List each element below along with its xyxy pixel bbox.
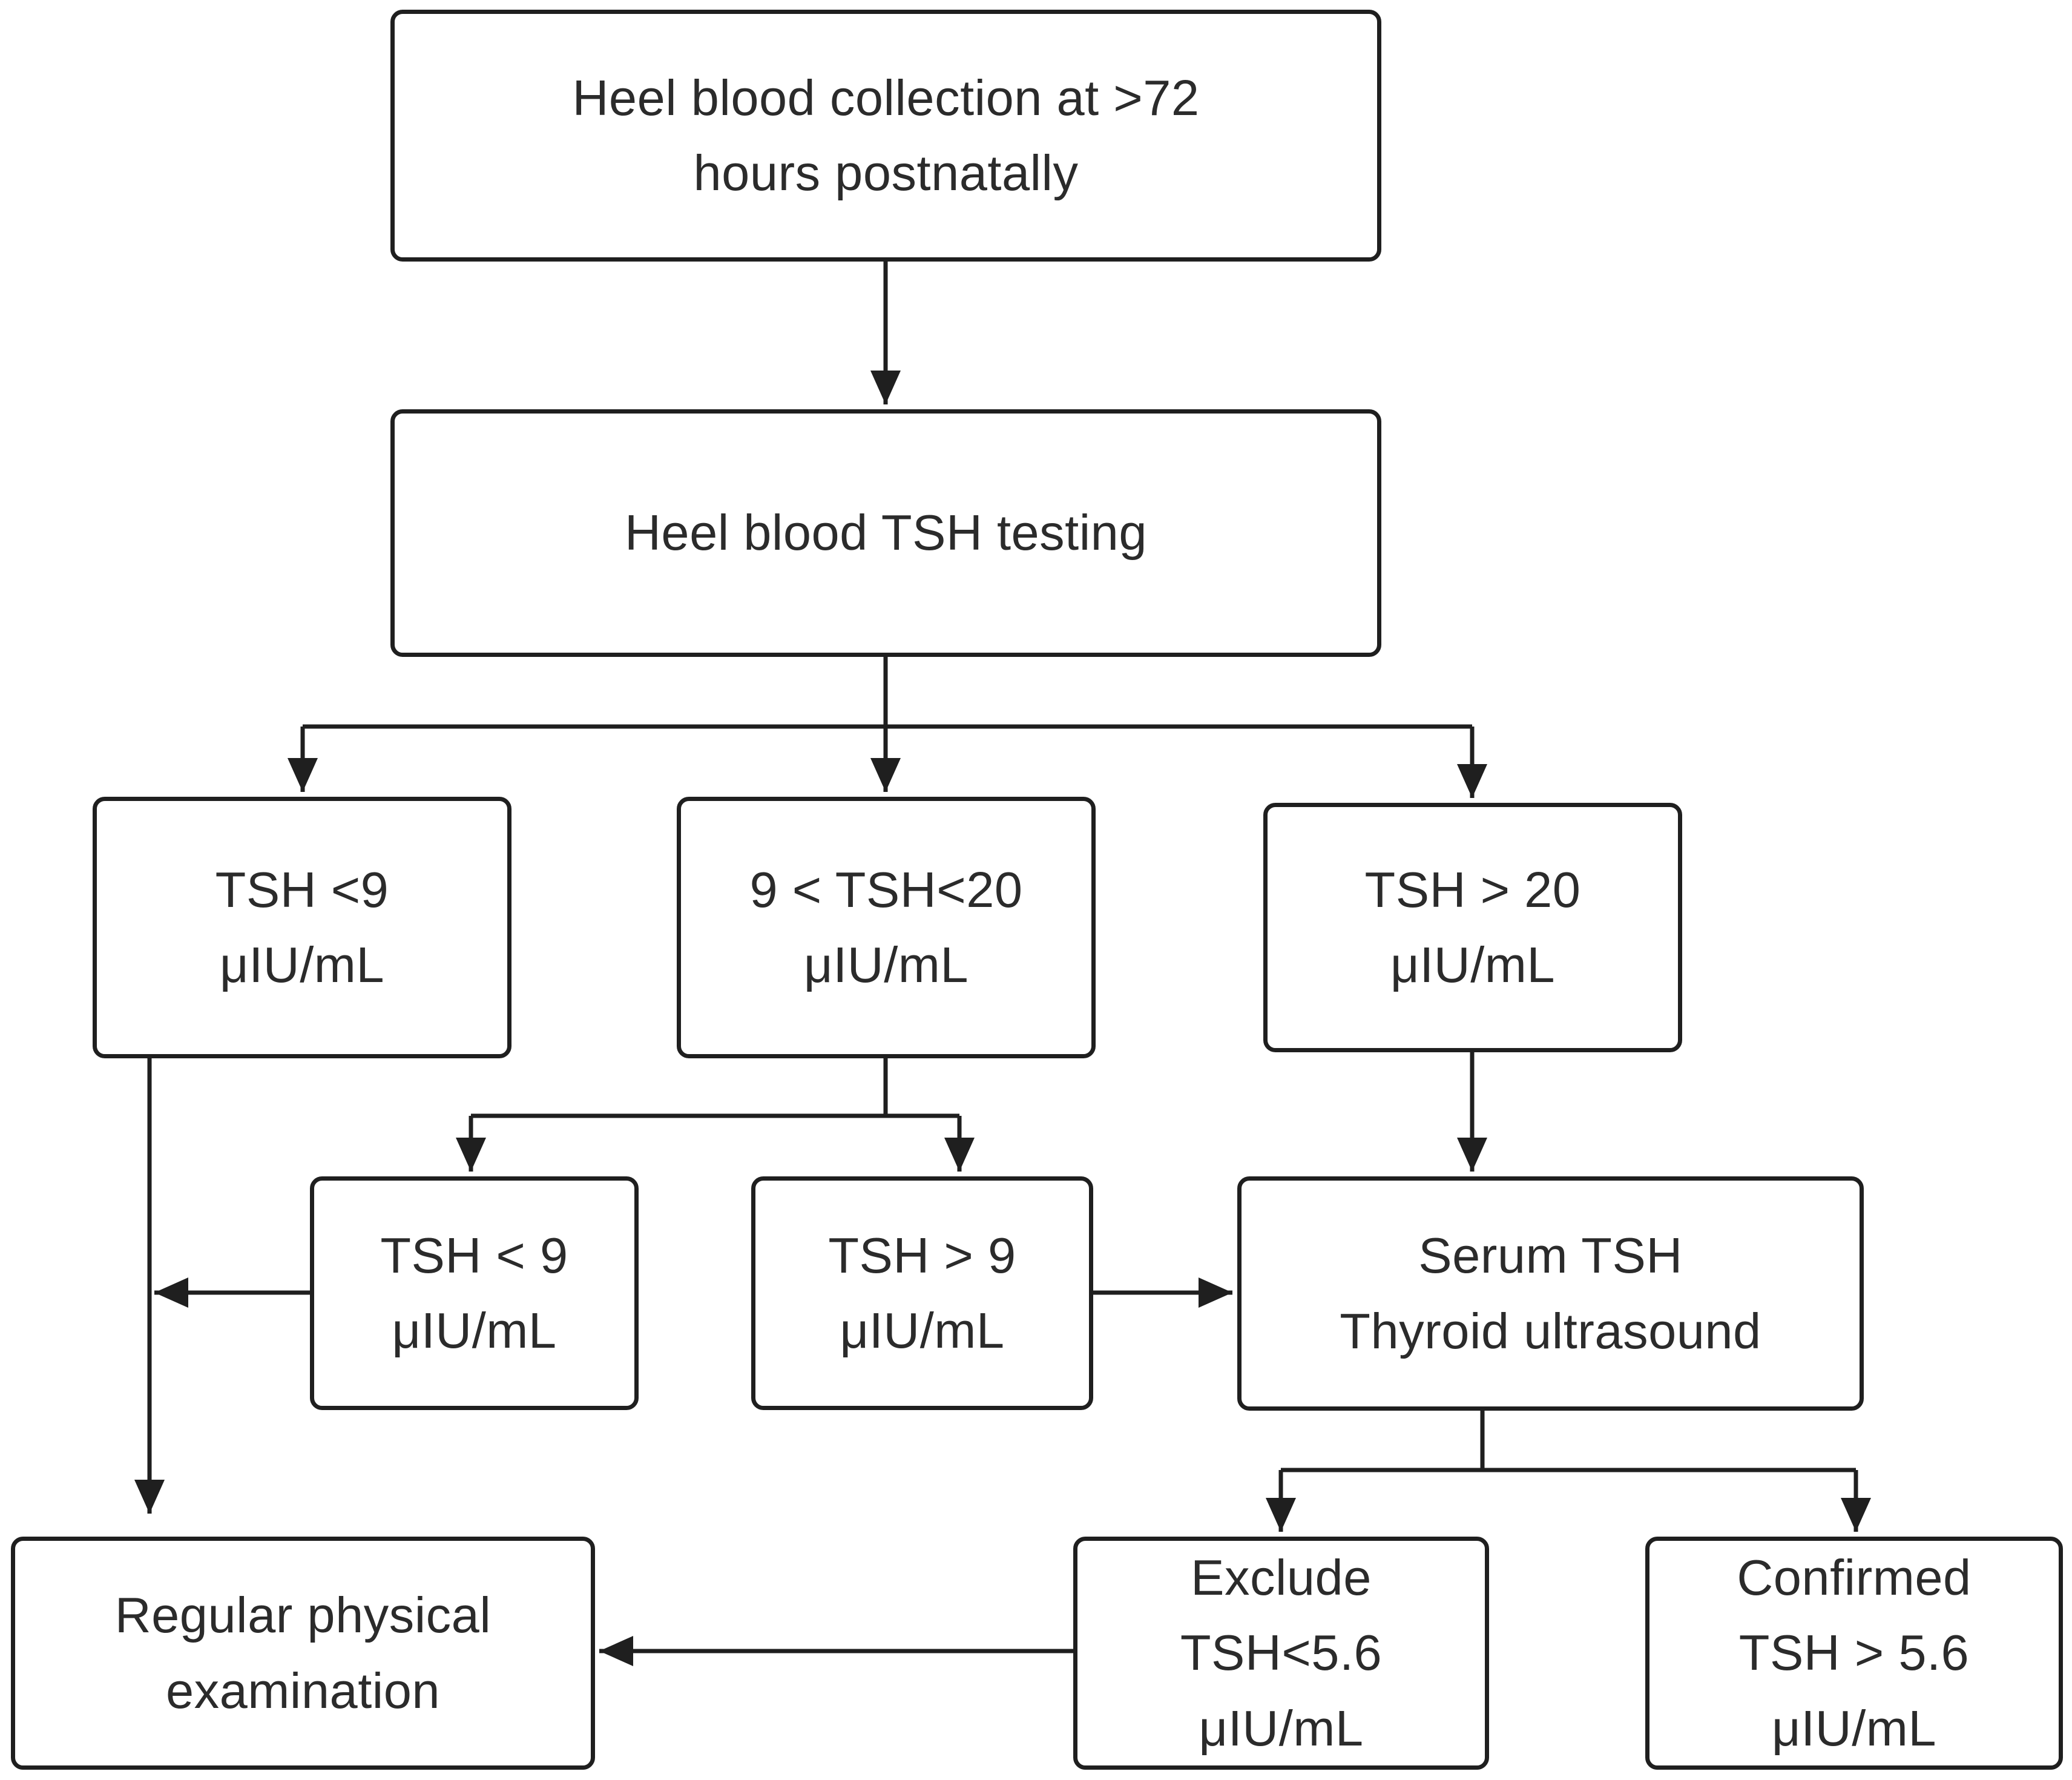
exclude-box: Exclude TSH<5.6 μIU/mL: [1073, 1537, 1489, 1770]
confirmed-line-2: TSH > 5.6: [1738, 1624, 1970, 1681]
confirmed-box: Confirmed TSH > 5.6 μIU/mL: [1645, 1537, 2063, 1770]
tsh-low-line-2: μIU/mL: [219, 937, 385, 993]
exclude-line-3: μIU/mL: [1199, 1699, 1364, 1756]
tsh-low-line-1: TSH <9: [215, 861, 389, 918]
tsh-above-20-box: TSH > 20 μIU/mL: [1263, 803, 1682, 1052]
tsh-high-line-2: μIU/mL: [1390, 937, 1556, 993]
exclude-line-1: Exclude: [1191, 1549, 1372, 1606]
tsh-high-line-1: TSH > 20: [1364, 861, 1581, 918]
regular-exam-line-1: Regular physical: [114, 1587, 492, 1643]
serum-line-1: Serum TSH: [1418, 1227, 1683, 1284]
retest-high-line-1: TSH > 9: [828, 1227, 1016, 1284]
exclude-line-2: TSH<5.6: [1180, 1624, 1383, 1681]
retest-tsh-below-9-box: TSH < 9 μIU/mL: [310, 1176, 639, 1410]
retest-tsh-above-9-box: TSH > 9 μIU/mL: [751, 1176, 1093, 1410]
regular-physical-examination-box: Regular physical examination: [11, 1537, 595, 1770]
serum-tsh-ultrasound-box: Serum TSH Thyroid ultrasound: [1237, 1176, 1864, 1411]
tsh-mid-line-1: 9 < TSH<20: [749, 861, 1023, 918]
serum-line-2: Thyroid ultrasound: [1340, 1302, 1761, 1359]
confirmed-line-1: Confirmed: [1737, 1549, 1972, 1606]
tsh-mid-line-2: μIU/mL: [803, 937, 969, 993]
tsh-9-to-20-box: 9 < TSH<20 μIU/mL: [677, 797, 1096, 1058]
regular-exam-line-2: examination: [165, 1662, 441, 1719]
retest-high-line-2: μIU/mL: [840, 1302, 1005, 1359]
heel-blood-tsh-testing-box: Heel blood TSH testing: [390, 409, 1381, 657]
testing-line-1: Heel blood TSH testing: [624, 504, 1147, 561]
collection-line-1: Heel blood collection at >72: [572, 69, 1200, 126]
retest-low-line-1: TSH < 9: [380, 1227, 568, 1284]
heel-blood-collection-box: Heel blood collection at >72 hours postn…: [390, 10, 1381, 262]
confirmed-line-3: μIU/mL: [1771, 1699, 1937, 1756]
collection-line-2: hours postnatally: [693, 145, 1079, 201]
retest-low-line-2: μIU/mL: [392, 1302, 557, 1359]
tsh-below-9-box: TSH <9 μIU/mL: [93, 797, 511, 1058]
